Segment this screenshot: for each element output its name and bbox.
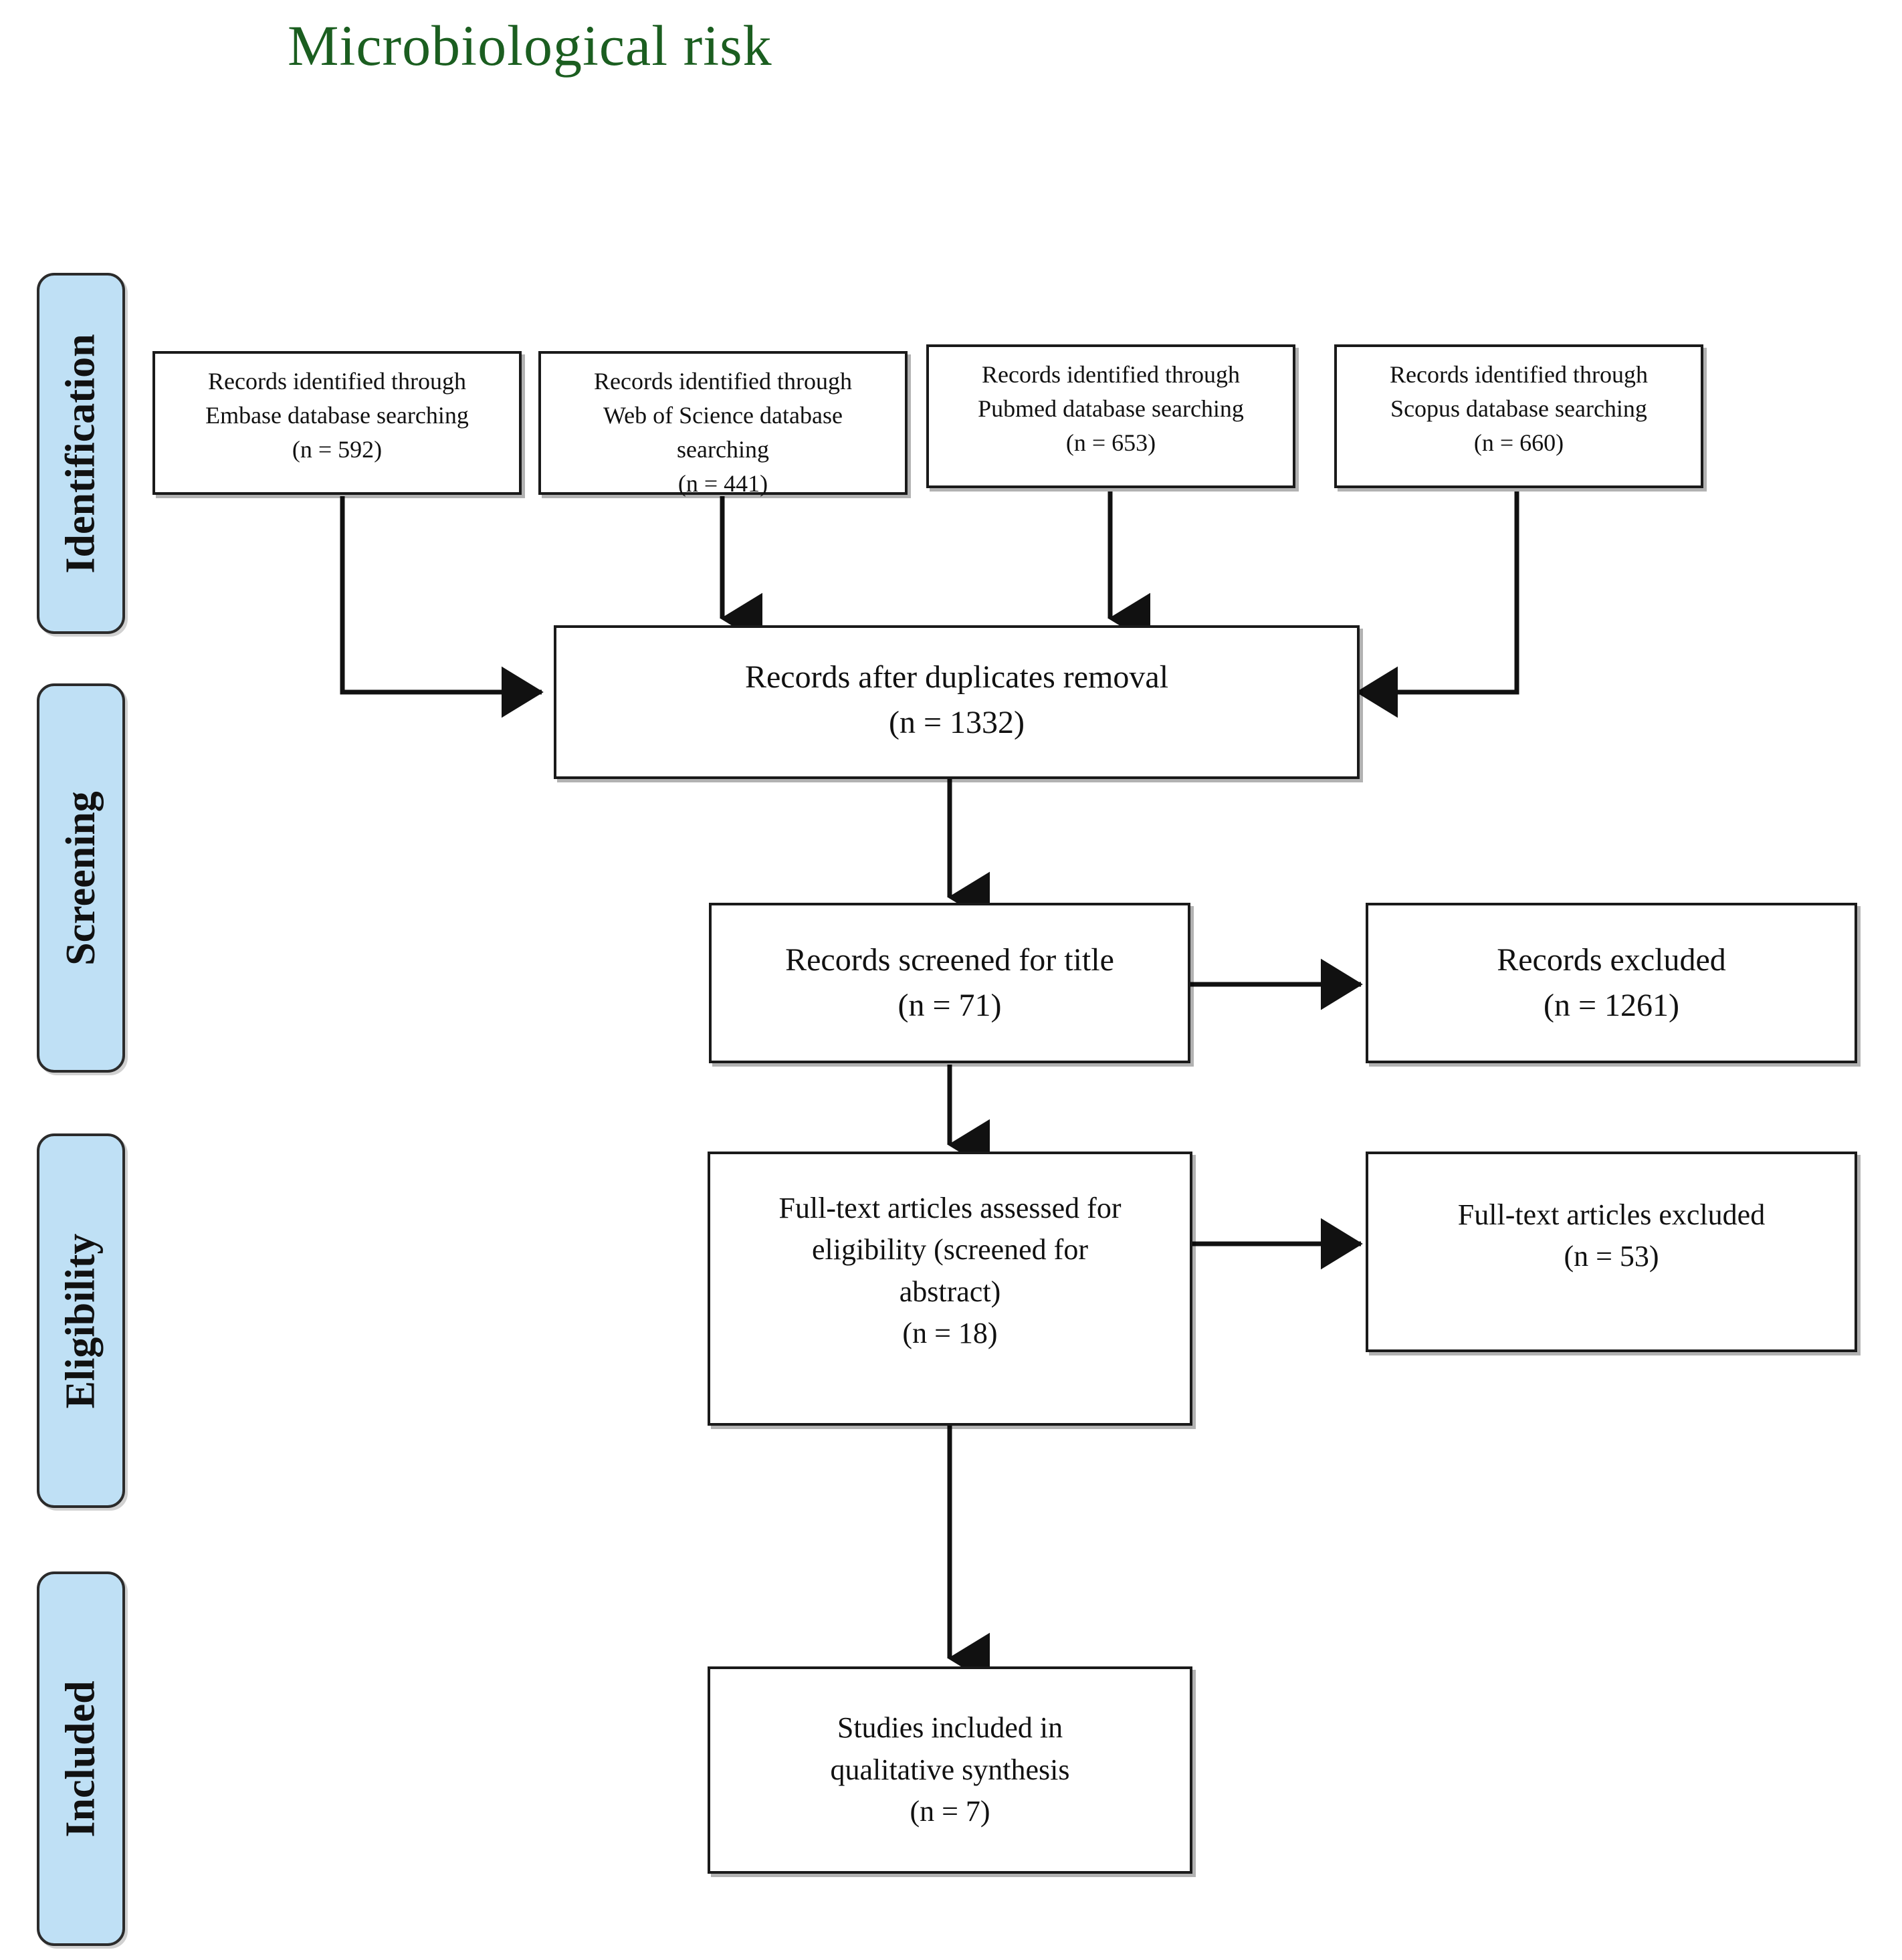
box-fulltext-excluded-text: Full-text articles excluded (n = 53) xyxy=(1457,1198,1766,1273)
stage-label-screening: Screening xyxy=(58,790,104,966)
box-embase-records: Records identified through Embase databa… xyxy=(152,351,522,495)
box-scopus-records-text: Records identified through Scopus databa… xyxy=(1390,361,1648,457)
box-records-excluded-text: Records excluded (n = 1261) xyxy=(1497,942,1726,1023)
stage-label-eligibility: Eligibility xyxy=(58,1233,104,1408)
box-web-of-science-records-text: Records identified through Web of Scienc… xyxy=(594,368,852,498)
stage-bar-screening: Screening xyxy=(37,683,125,1073)
box-embase-records-text: Records identified through Embase databa… xyxy=(205,368,469,463)
page-title: Microbiological risk xyxy=(288,13,772,78)
box-pubmed-records: Records identified through Pubmed databa… xyxy=(926,344,1295,488)
box-duplicates-removed: Records after duplicates removal (n = 13… xyxy=(554,625,1360,779)
edge-scopus-to-duplicates xyxy=(1356,492,1519,718)
box-fulltext-assessed: Full-text articles assessed for eligibil… xyxy=(708,1152,1192,1426)
stage-label-included: Included xyxy=(58,1680,104,1838)
stage-bar-identification: Identification xyxy=(37,273,125,634)
box-records-screened-title-text: Records screened for title (n = 71) xyxy=(785,942,1114,1023)
box-included-studies: Studies included in qualitative synthesi… xyxy=(708,1666,1192,1874)
box-included-studies-text: Studies included in qualitative synthesi… xyxy=(830,1711,1070,1828)
box-scopus-records: Records identified through Scopus databa… xyxy=(1334,344,1703,488)
stage-bar-eligibility: Eligibility xyxy=(37,1133,125,1508)
box-records-excluded: Records excluded (n = 1261) xyxy=(1366,903,1857,1063)
edge-embase-to-duplicates xyxy=(340,496,544,718)
box-fulltext-excluded: Full-text articles excluded (n = 53) xyxy=(1366,1152,1857,1352)
box-fulltext-assessed-text: Full-text articles assessed for eligibil… xyxy=(778,1192,1122,1350)
stage-label-identification: Identification xyxy=(58,333,104,574)
box-web-of-science-records: Records identified through Web of Scienc… xyxy=(538,351,908,497)
box-records-screened-title: Records screened for title (n = 71) xyxy=(709,903,1190,1063)
box-duplicates-removed-text: Records after duplicates removal (n = 13… xyxy=(744,659,1169,741)
stage-bar-included: Included xyxy=(37,1571,125,1946)
box-pubmed-records-text: Records identified through Pubmed databa… xyxy=(978,361,1244,457)
